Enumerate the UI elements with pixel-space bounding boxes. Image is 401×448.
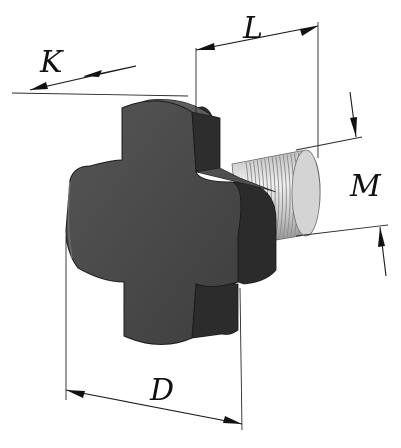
thread-ridge — [279, 155, 284, 239]
cross-knob-body — [65, 99, 277, 346]
dimension-label-l: L — [242, 11, 263, 46]
dimension-label-m: M — [349, 169, 382, 204]
front-face — [65, 100, 242, 346]
right-arm-side-face — [233, 181, 277, 285]
dimension-k: K — [11, 45, 189, 97]
thread-ridge — [282, 155, 287, 238]
dimension-d: D — [65, 236, 243, 431]
thread-ridge — [275, 156, 280, 239]
bottom-arm-side-face — [191, 281, 239, 339]
dimension-m: M — [295, 91, 389, 277]
dimension-label-k: K — [39, 45, 64, 80]
dimension-l: L — [195, 11, 319, 158]
left-arm-highlight — [67, 181, 73, 259]
thread-ridge — [286, 154, 291, 238]
dimension-label-d: D — [149, 373, 174, 408]
thread-end-face — [291, 149, 321, 237]
right-arm-top-face — [195, 167, 277, 193]
